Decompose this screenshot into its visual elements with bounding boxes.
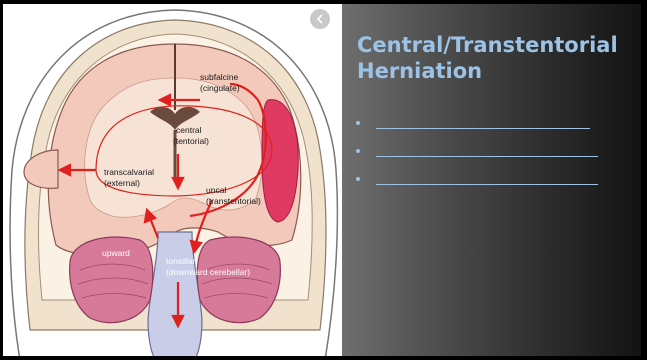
bullet-dot-icon <box>356 177 360 181</box>
blank-line <box>376 128 590 129</box>
collapse-panel-button[interactable] <box>310 9 330 29</box>
frame-border-right <box>641 0 647 360</box>
label-central: central <box>176 125 202 135</box>
frame-border-left <box>0 0 3 360</box>
label-transcalvarial: transcalvarial <box>104 167 154 177</box>
cerebellum-right <box>197 237 280 323</box>
label-upward: upward <box>102 248 130 258</box>
label-transcalvarial-sub: (external) <box>104 178 140 188</box>
blank-line <box>376 156 598 157</box>
frame-border-bottom <box>0 356 647 360</box>
bullet-dot-icon <box>356 149 360 153</box>
label-uncal-sub: (transtentorial) <box>206 196 261 206</box>
label-central-sub: (tentorial) <box>173 136 209 146</box>
chevron-left-icon <box>315 14 325 24</box>
bullet-dot-icon <box>356 121 360 125</box>
label-subfalcine-sub: (cingulate) <box>200 83 240 93</box>
frame-border-top <box>0 0 647 4</box>
label-tonsillar-sub: (downward cerebellar) <box>166 267 250 277</box>
herniation-illustration: subfalcine (cingulate) central (tentoria… <box>0 0 342 360</box>
blank-line <box>376 184 598 185</box>
slide-title: Central/Transtentorial Herniation <box>357 32 632 84</box>
brain-herniation-diagram: subfalcine (cingulate) central (tentoria… <box>0 0 342 360</box>
label-subfalcine: subfalcine <box>200 72 239 82</box>
label-tonsillar: tonsillar <box>166 256 195 266</box>
label-uncal: uncal <box>206 185 226 195</box>
